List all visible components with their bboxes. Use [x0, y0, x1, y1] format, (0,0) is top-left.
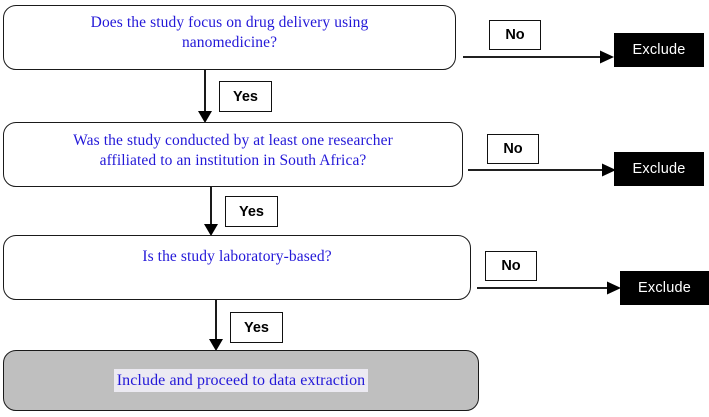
decision-box-drug-delivery-label: Does the study focus on drug delivery us…: [90, 14, 369, 52]
connector-q2-yes: [199, 187, 223, 237]
connector-q3-yes: [204, 300, 228, 352]
outcome-box-include-label: Include and proceed to data extraction: [113, 368, 369, 393]
connector-q1-no: [455, 46, 615, 68]
connector-q1-yes: [193, 70, 217, 124]
exclude-block-1: Exclude: [614, 33, 704, 67]
decision-box-drug-delivery: Does the study focus on drug delivery us…: [3, 5, 456, 70]
connector-q3-no: [470, 277, 622, 299]
connector-q2-no: [462, 159, 617, 181]
label-yes-3: Yes: [230, 312, 283, 343]
label-no-3: No: [485, 251, 537, 281]
decision-box-laboratory-based: Is the study laboratory-based?: [3, 235, 471, 300]
label-yes-1: Yes: [219, 81, 272, 112]
decision-box-south-africa-label: Was the study conducted by at least one …: [73, 132, 393, 170]
label-no-1: No: [489, 20, 541, 50]
decision-box-south-africa: Was the study conducted by at least one …: [3, 122, 463, 187]
label-no-2: No: [487, 134, 539, 164]
exclude-block-2: Exclude: [614, 152, 704, 186]
outcome-box-include: Include and proceed to data extraction: [3, 350, 479, 411]
decision-box-laboratory-based-label: Is the study laboratory-based?: [142, 248, 332, 265]
exclude-block-3: Exclude: [620, 271, 709, 305]
label-yes-2: Yes: [225, 196, 278, 227]
